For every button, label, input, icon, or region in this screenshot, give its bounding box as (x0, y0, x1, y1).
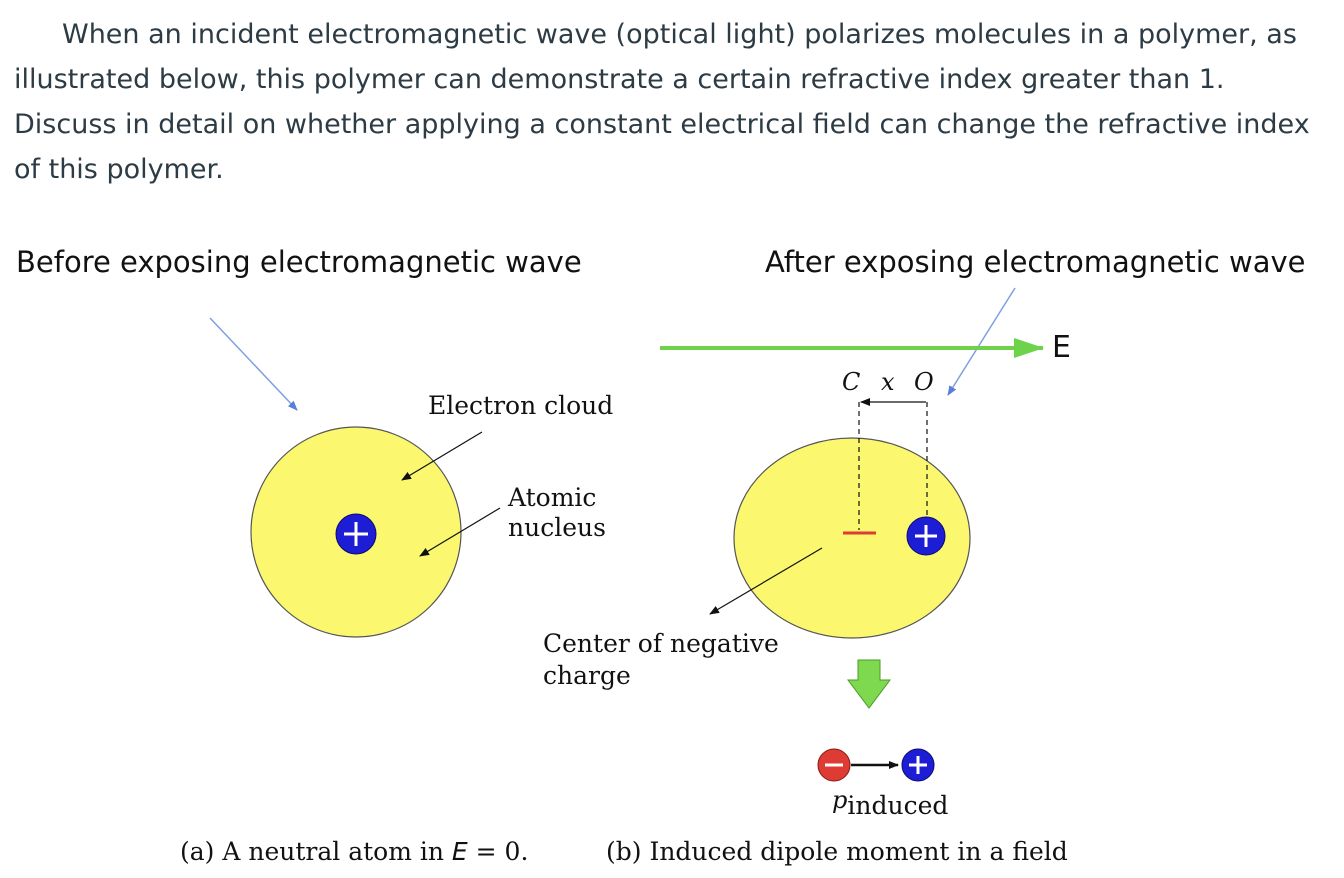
pointer-after (947, 287, 1016, 396)
arrow-electron-cloud (401, 431, 483, 481)
label-atomic-line2: nucleus (508, 513, 606, 542)
nucleus-plus-icon (335, 513, 377, 555)
caption-b: (b) Induced dipole moment in a field (606, 837, 1068, 866)
label-offset-c: C (842, 368, 860, 396)
label-offset-x: x (881, 368, 895, 396)
label-p-induced: pinduced (832, 786, 948, 820)
arrow-center-negative (709, 547, 823, 615)
label-p: p (832, 786, 847, 814)
plus-charge-icon (901, 748, 935, 782)
arrow-atomic-nucleus (419, 507, 501, 557)
pointer-before (209, 317, 298, 411)
field-label: E (1052, 330, 1071, 365)
nucleus-plus-icon-b (906, 516, 946, 556)
label-center-line2: charge (543, 661, 631, 690)
question-body: When an incident electromagnetic wave (o… (14, 19, 1310, 185)
label-offset-o: O (914, 368, 934, 396)
header-after: After exposing electromagnetic wave (765, 245, 1306, 279)
label-atomic-line1: Atomic (507, 483, 596, 512)
electron-cloud-b (733, 437, 971, 639)
caption-a-prefix: (a) A neutral atom in (180, 837, 452, 866)
label-electron-cloud: Electron cloud (428, 391, 613, 420)
label-p-sub: induced (847, 791, 948, 820)
question-text: When an incident electromagnetic wave (o… (14, 12, 1334, 192)
caption-a-var: E (452, 837, 468, 866)
caption-a: (a) A neutral atom in E = 0. (180, 837, 528, 866)
header-before: Before exposing electromagnetic wave (16, 245, 582, 279)
down-arrow-icon (847, 659, 891, 709)
label-center-line1: Center of negative (543, 629, 779, 658)
minus-charge-icon (817, 748, 851, 782)
caption-a-suffix: = 0. (468, 837, 529, 866)
